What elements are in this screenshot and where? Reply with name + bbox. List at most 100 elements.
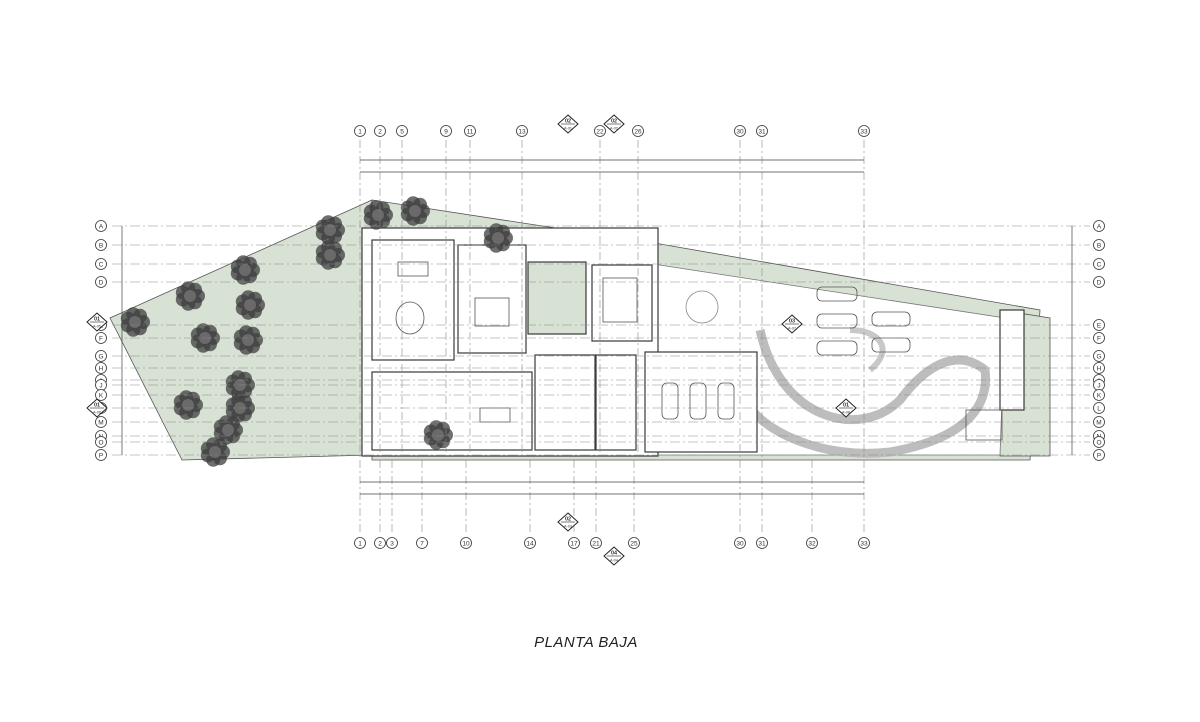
grid-bubble-circle — [1093, 220, 1105, 232]
grid-bubble-circle — [386, 537, 398, 549]
grid-bubble: K — [95, 389, 107, 401]
grid-bubble-circle — [734, 125, 746, 137]
grid-bubble-circle — [460, 537, 472, 549]
section-marker: 01A-08 — [835, 398, 857, 418]
grid-bubble-label: 3 — [390, 541, 394, 548]
section-marker-ref: A-04 — [610, 559, 618, 563]
grid-bubble-label: 25 — [630, 541, 638, 548]
grid-bubble-circle — [374, 125, 386, 137]
grid-bubble-label: 1 — [358, 129, 362, 136]
section-marker-id: 02 — [565, 119, 571, 125]
furniture — [395, 261, 1003, 441]
section-marker-ref: A-03 — [564, 525, 572, 529]
grid-bubble-circle — [440, 125, 452, 137]
grid-bubble-label: M — [98, 420, 103, 427]
grid-bubble: 14 — [524, 537, 536, 549]
grid-bubble-circle — [1093, 389, 1105, 401]
grid-bubble-circle — [594, 125, 606, 137]
right-tower — [999, 309, 1025, 411]
grid-bubble-label: 10 — [462, 541, 470, 548]
grid-bubble-label: 2 — [378, 129, 382, 136]
grid-bubble-label: 33 — [860, 541, 868, 548]
grid-bubble: B — [95, 239, 107, 251]
grid-bubble-label: P — [99, 453, 103, 460]
grid-bubble-circle — [95, 258, 107, 270]
grid-bubble-label: 2 — [378, 541, 382, 548]
section-marker: 03A-07 — [781, 314, 803, 334]
grid-bubble-circle — [1093, 258, 1105, 270]
grid-bubble: M — [1093, 416, 1105, 428]
tree-core — [409, 205, 421, 217]
tree-core — [182, 399, 194, 411]
grid-bubble: 17 — [568, 537, 580, 549]
grid-bubble: J — [1093, 379, 1105, 391]
section-marker-id: 02 — [611, 119, 617, 125]
tree-5 — [230, 255, 260, 285]
section-marker-id: 02 — [565, 517, 571, 523]
grid-bubble-label: H — [99, 366, 104, 373]
grid-bubble: E — [1093, 319, 1105, 331]
room-living — [371, 239, 455, 361]
grid-bubble-label: M — [1096, 420, 1101, 427]
grid-bubble: L — [1093, 402, 1105, 414]
section-marker: 01A-05 — [86, 312, 108, 332]
grid-bubble: O — [1093, 436, 1105, 448]
tree-core — [222, 424, 234, 436]
grid-bubble: 30 — [734, 125, 746, 137]
tree-2 — [400, 196, 430, 226]
tree-core — [492, 232, 504, 244]
car-1 — [661, 382, 679, 420]
grid-bubble-label: G — [98, 354, 103, 361]
round-table — [395, 301, 425, 335]
grid-bubble: 32 — [806, 537, 818, 549]
tree-16 — [423, 420, 453, 450]
grid-bubble-circle — [516, 125, 528, 137]
grid-bubble-label: 11 — [467, 129, 474, 136]
grid-bubble-label: 7 — [420, 541, 424, 548]
grid-bubble: C — [95, 258, 107, 270]
tree-10 — [233, 325, 263, 355]
grid-bubble-label: G — [1096, 354, 1101, 361]
grid-bubble-label: 17 — [570, 541, 578, 548]
grid-bubble: F — [95, 332, 107, 344]
tree-core — [324, 249, 336, 261]
grid-bubble-circle — [628, 537, 640, 549]
grid-bubble-circle — [756, 537, 768, 549]
grid-bubble-circle — [1093, 449, 1105, 461]
grid-bubble-label: 30 — [736, 129, 744, 136]
grid-bubble-label: 14 — [526, 541, 534, 548]
grid-bubble-label: J — [1097, 383, 1100, 390]
grid-bubble-label: B — [99, 243, 103, 250]
grid-bubble: 2 — [374, 537, 386, 549]
grid-bubble-label: D — [99, 280, 104, 287]
grid-bubble-label: O — [1096, 440, 1101, 447]
grid-bubble: 30 — [734, 537, 746, 549]
grid-bubble-label: 30 — [736, 541, 744, 548]
grid-bubble-label: C — [1097, 262, 1102, 269]
tree-core — [324, 224, 336, 236]
grid-bubble-label: 5 — [400, 129, 404, 136]
section-marker-id: 01 — [843, 403, 849, 409]
grid-bubble-label: C — [99, 262, 104, 269]
grid-bubble: A — [1093, 220, 1105, 232]
section-marker-ref: A-08 — [842, 411, 850, 415]
tree-core — [184, 290, 196, 302]
dining-table — [474, 297, 510, 327]
grid-bubble: G — [1093, 350, 1105, 362]
grid-bubble-circle — [1093, 362, 1105, 374]
tree-core — [372, 209, 384, 221]
section-marker-ref: A-07 — [788, 327, 796, 331]
room-kitchen — [371, 371, 533, 451]
tree-core — [242, 334, 254, 346]
section-marker-id: 04 — [611, 551, 618, 557]
tree-7 — [175, 281, 205, 311]
grid-bubble-circle — [95, 362, 107, 374]
grid-bubble: 9 — [440, 125, 452, 137]
grid-bubble: J — [95, 379, 107, 391]
grid-bubble-label: O — [98, 440, 103, 447]
grid-bubble-circle — [416, 537, 428, 549]
grid-bubble-label: 26 — [634, 129, 642, 136]
grid-bubble-circle — [734, 537, 746, 549]
